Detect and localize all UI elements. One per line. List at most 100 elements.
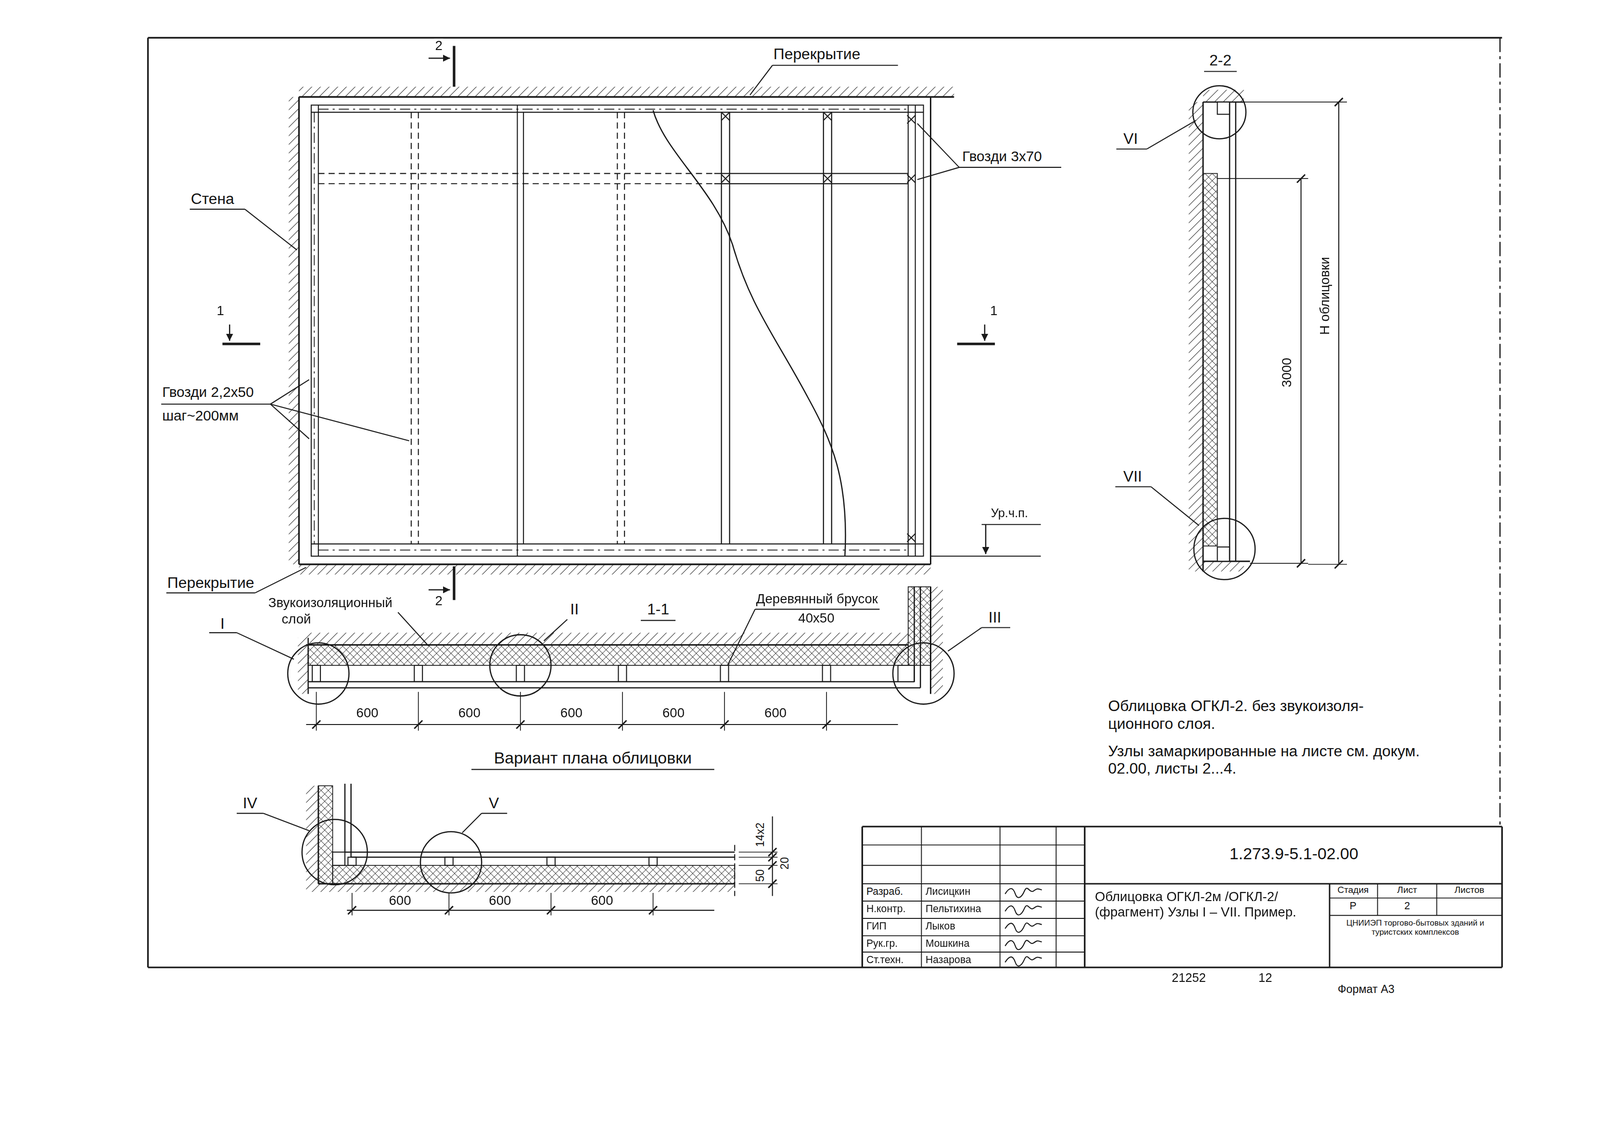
stud-section xyxy=(347,857,356,866)
leader-line xyxy=(1146,120,1196,149)
stud-line xyxy=(823,112,825,544)
table-cell: Облицовка ОГКЛ-2м /ОГКЛ-2/ (фрагмент) Уз… xyxy=(1093,889,1323,921)
leader-line xyxy=(254,567,306,593)
table-cell: Разраб. xyxy=(865,885,905,898)
title-underline xyxy=(640,620,676,622)
leader-label: Звукоизоляционный xyxy=(267,596,394,612)
dimension-line xyxy=(1300,178,1302,564)
table-cell: ГИП xyxy=(865,920,888,932)
break-line xyxy=(653,110,846,557)
sheet-joint xyxy=(516,104,518,557)
leader-line xyxy=(917,123,960,168)
table-cell: 2 xyxy=(1403,900,1411,912)
wall-hatch xyxy=(1188,101,1204,572)
dimension-line xyxy=(305,723,898,725)
callout-circle xyxy=(1193,85,1246,139)
table-cell: Мошкина xyxy=(924,937,971,950)
section-number: 2 xyxy=(433,38,444,55)
dimension-tick xyxy=(768,879,777,888)
section-number: 1 xyxy=(989,304,999,320)
stud-line xyxy=(831,112,833,544)
leader-line xyxy=(244,209,297,251)
callout-number: V xyxy=(487,793,500,812)
leader-line xyxy=(270,379,310,405)
sheet-line xyxy=(350,783,352,858)
sheet-line xyxy=(344,851,735,853)
sheet-line xyxy=(919,586,922,688)
table-line xyxy=(1328,883,1331,968)
signature xyxy=(1004,888,1042,898)
extension-line xyxy=(1244,101,1347,103)
stud-section xyxy=(822,665,831,682)
leader-line xyxy=(236,632,294,660)
stud-line xyxy=(522,112,524,544)
dimension-tick xyxy=(720,720,729,729)
title-underline xyxy=(1204,70,1237,72)
nail-mark xyxy=(907,174,916,183)
leader-label: 40х50 xyxy=(797,611,836,627)
stud-line xyxy=(914,104,916,557)
stud-section xyxy=(414,665,423,682)
dimension: Н облицовки xyxy=(1318,255,1334,336)
leader-label: Перекрытие xyxy=(772,44,862,63)
extension-line xyxy=(351,892,353,916)
sheet-edge xyxy=(929,97,932,565)
section-mark xyxy=(957,342,995,345)
extension-line xyxy=(550,892,552,916)
view-title: 2-2 xyxy=(1208,50,1233,69)
wall-hatch xyxy=(297,637,308,695)
stud-hidden xyxy=(410,112,412,544)
section-mark xyxy=(222,342,260,345)
nail-mark xyxy=(823,112,832,121)
dimension-tick xyxy=(1296,558,1306,568)
leader-line xyxy=(917,167,960,180)
table-cell: Лыков xyxy=(924,920,957,932)
leader-shelf xyxy=(166,592,256,594)
sheet-line xyxy=(344,783,346,852)
insulation xyxy=(332,865,736,884)
stud-section xyxy=(312,665,321,682)
wall-hatch xyxy=(288,97,299,565)
nail-mark xyxy=(721,174,730,183)
callout-number: II xyxy=(569,599,580,618)
stud-hidden xyxy=(418,112,420,544)
table-line xyxy=(862,825,1502,827)
callout-number: IV xyxy=(241,793,259,812)
table-line xyxy=(1055,826,1057,968)
sheet-line xyxy=(351,856,736,859)
table-cell: Назарова xyxy=(924,953,973,966)
leader-line xyxy=(462,813,482,833)
table-line xyxy=(1436,883,1438,916)
insulation xyxy=(908,586,931,666)
dimension-tick xyxy=(822,720,831,729)
table-line xyxy=(920,826,922,968)
dimension-line xyxy=(1338,101,1340,565)
frame-line xyxy=(1499,37,1501,827)
stud-line xyxy=(728,112,730,544)
extension-line xyxy=(1217,177,1309,179)
frame-line xyxy=(148,37,1503,39)
leader-line xyxy=(749,65,773,96)
nail-mark xyxy=(823,174,832,183)
dimension: 50 xyxy=(753,868,767,883)
dimension-tick xyxy=(1334,98,1343,107)
table-line xyxy=(862,844,1085,846)
leader-label: Гвозди 2,2х50 xyxy=(161,383,255,401)
view-title: Вариант плана облицовки xyxy=(493,749,694,768)
dimension: 600 xyxy=(387,893,412,910)
callout-number: VII xyxy=(1122,467,1143,485)
signature xyxy=(1004,923,1042,933)
sheet-line xyxy=(913,586,915,682)
leader-shelf xyxy=(981,626,1011,628)
note: Узлы замаркированные на листе см. докум.… xyxy=(1106,741,1426,777)
table-cell: Р xyxy=(1348,900,1358,912)
level-arrow xyxy=(985,524,987,555)
table-cell: Листов xyxy=(1453,884,1486,896)
leader-shelf xyxy=(959,166,1062,168)
stud-hidden xyxy=(616,112,618,544)
slab-hatch xyxy=(299,564,931,575)
sheet-number: 21252 xyxy=(1170,971,1207,986)
leader-shelf xyxy=(1116,148,1148,150)
table-line xyxy=(1329,914,1502,916)
